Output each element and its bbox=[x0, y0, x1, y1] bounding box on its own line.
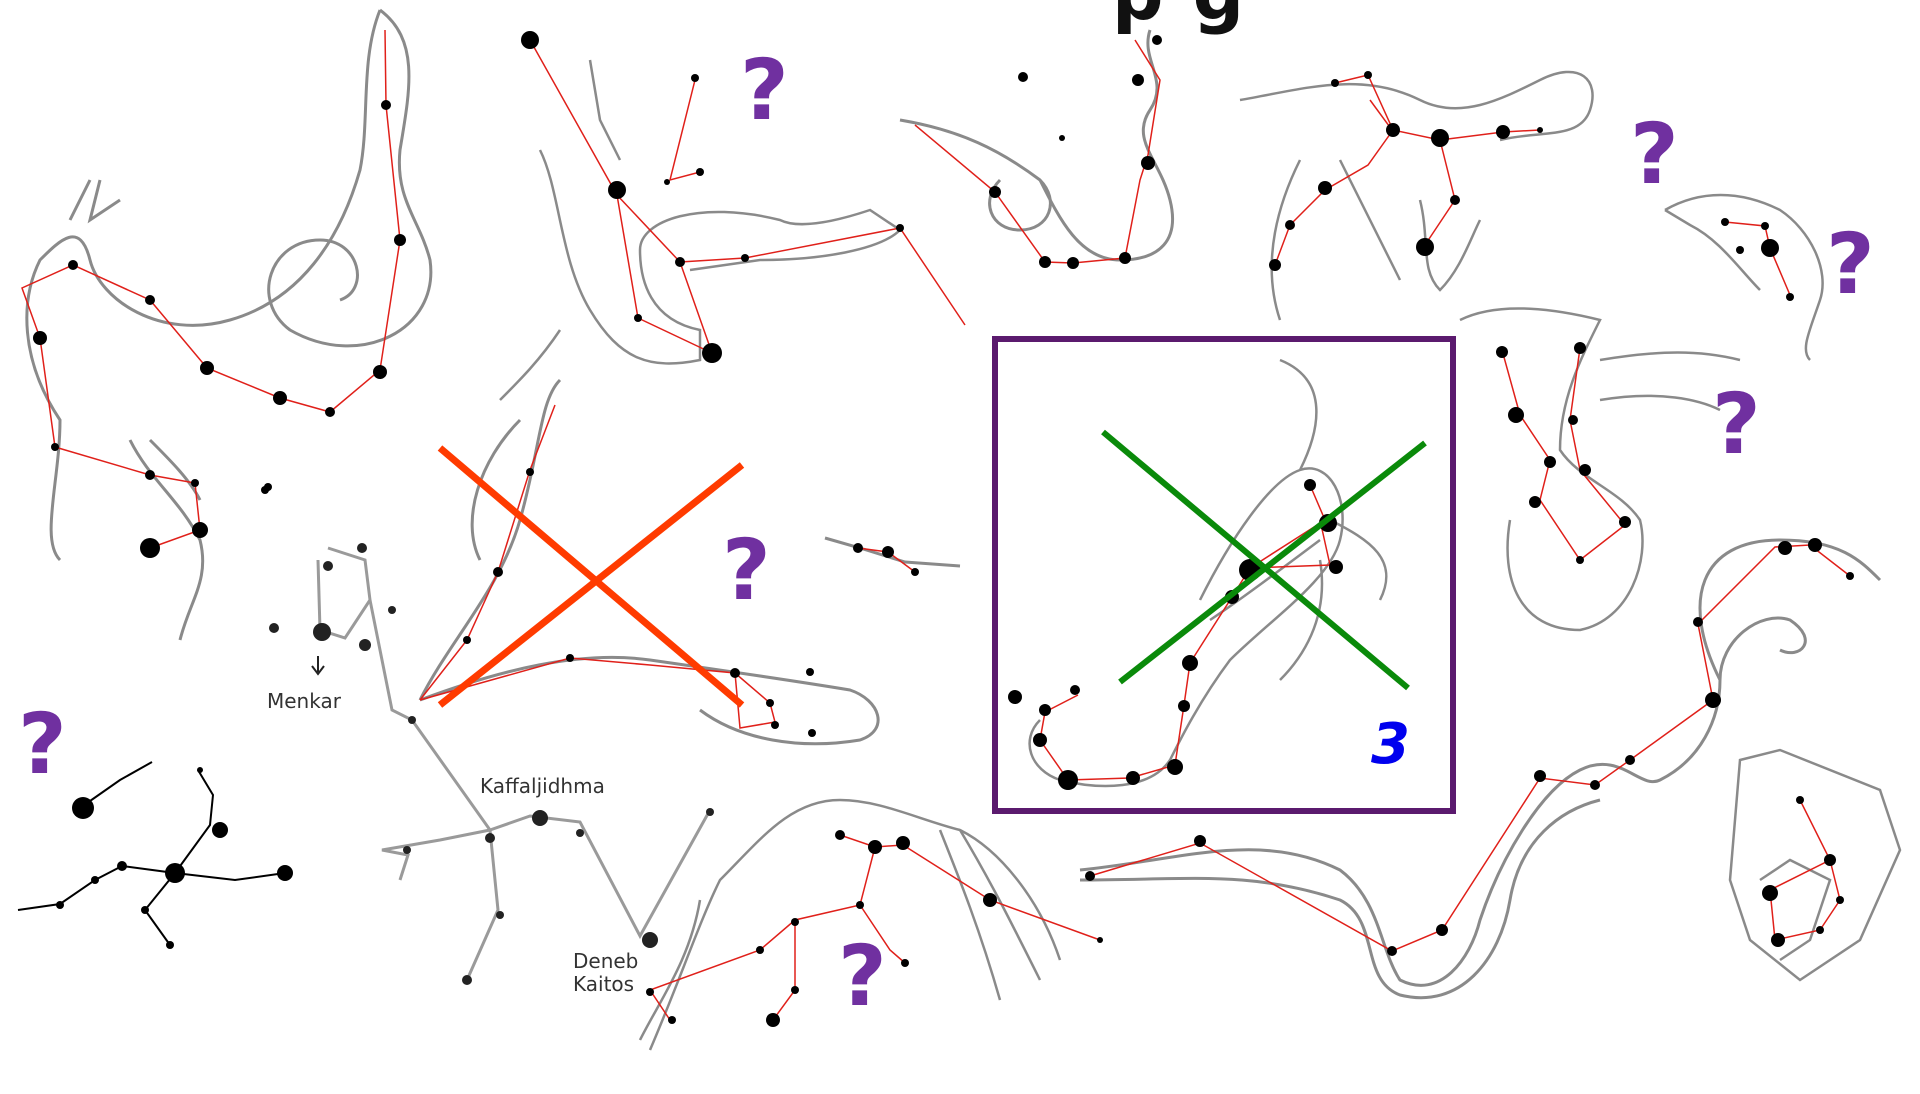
red-x-mark-icon bbox=[437, 445, 745, 708]
question-mark-icon: ? bbox=[18, 695, 67, 793]
star-label-deneb-kaitos: Deneb Kaitos bbox=[573, 949, 639, 996]
bottom-left-stars bbox=[56, 767, 293, 949]
constellation-draco bbox=[25, 8, 433, 641]
green-x-mark-icon bbox=[1101, 429, 1427, 691]
constellation-sea-creature bbox=[418, 378, 880, 746]
question-mark-icon: ? bbox=[1826, 215, 1875, 313]
constellation-right-dog bbox=[1459, 307, 1741, 632]
serpent-top-lines bbox=[914, 39, 1161, 264]
question-mark-icon: ? bbox=[1712, 375, 1761, 473]
constellation-aquarius bbox=[638, 798, 1062, 1051]
serpent-top-stars bbox=[989, 35, 1162, 269]
highlight-number: 3 bbox=[1371, 712, 1410, 777]
constellation-serpent-top bbox=[899, 29, 1175, 262]
question-mark-icon: ? bbox=[838, 927, 887, 1025]
menkar-arrow-icon bbox=[311, 656, 325, 676]
top-right-figure-stars bbox=[1269, 71, 1543, 271]
constellation-sagitta bbox=[824, 536, 961, 576]
constellation-crater bbox=[1728, 748, 1902, 982]
constellation-top-right-figure bbox=[1239, 70, 1594, 321]
dolphin-stars bbox=[1721, 218, 1794, 301]
crater-lines bbox=[1769, 799, 1841, 941]
question-mark-icon: ? bbox=[1630, 105, 1679, 203]
hydra-stars bbox=[1085, 538, 1854, 956]
cetus-chart-stars bbox=[269, 543, 714, 985]
aquarius-stars bbox=[646, 830, 1103, 1027]
dolphin-lines bbox=[1724, 221, 1791, 296]
draco-lines bbox=[21, 29, 401, 549]
question-mark-icon: ? bbox=[740, 41, 789, 139]
right-dog-stars bbox=[1496, 342, 1631, 564]
sea-creature-stars bbox=[264, 468, 816, 737]
top-centre-stars bbox=[521, 31, 904, 363]
constellation-top-centre bbox=[499, 59, 902, 401]
highlight-box bbox=[992, 336, 1456, 814]
constellation-cetus-chart bbox=[316, 546, 712, 981]
draco-stars bbox=[33, 100, 406, 558]
star-label-kaffaljidhma: Kaffaljidhma bbox=[480, 774, 605, 798]
title-fragment: p g bbox=[1112, 0, 1246, 36]
star-label-menkar: Menkar bbox=[267, 689, 341, 713]
question-mark-icon: ? bbox=[722, 521, 771, 619]
crater-stars bbox=[1762, 796, 1844, 947]
top-right-figure-lines bbox=[1274, 74, 1541, 266]
constellation-dolphin bbox=[1664, 193, 1824, 361]
